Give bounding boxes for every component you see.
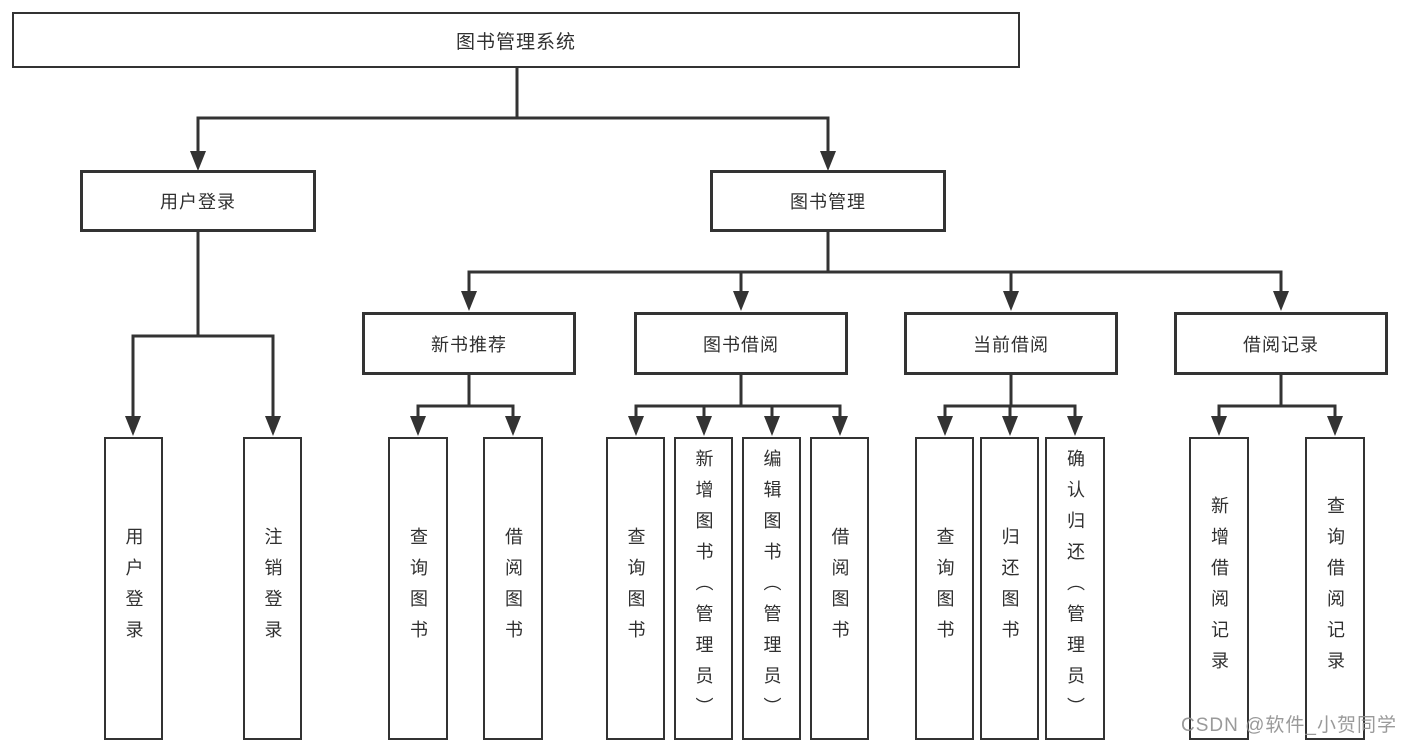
leaf-edit-books-admin: 编辑图书（管理员） [742,437,801,740]
node-book-borrowing: 图书借阅 [634,312,848,375]
node-new-book-recommend: 新书推荐 [362,312,576,375]
node-borrow-records: 借阅记录 [1174,312,1388,375]
leaf-add-books-admin: 新增图书（管理员） [674,437,733,740]
leaf-user-login: 用户登录 [104,437,163,740]
leaf-query-books-current: 查询图书 [915,437,974,740]
leaf-borrow-books-borrowing: 借阅图书 [810,437,869,740]
leaf-query-books-recommend: 查询图书 [388,437,448,740]
leaf-confirm-return-admin: 确认归还（管理员） [1045,437,1105,740]
leaf-add-borrow-record: 新增借阅记录 [1189,437,1249,740]
leaf-logout: 注销登录 [243,437,302,740]
node-library-system: 图书管理系统 [12,12,1020,68]
leaf-query-borrow-record: 查询借阅记录 [1305,437,1365,740]
node-current-borrowing: 当前借阅 [904,312,1118,375]
leaf-return-books: 归还图书 [980,437,1039,740]
leaf-query-books-borrowing: 查询图书 [606,437,665,740]
node-user-login: 用户登录 [80,170,316,232]
csdn-watermark: CSDN @软件_小贺同学 [1181,715,1397,736]
arrowhead-icons [125,151,1343,436]
leaf-borrow-books-recommend: 借阅图书 [483,437,543,740]
node-book-management: 图书管理 [710,170,946,232]
